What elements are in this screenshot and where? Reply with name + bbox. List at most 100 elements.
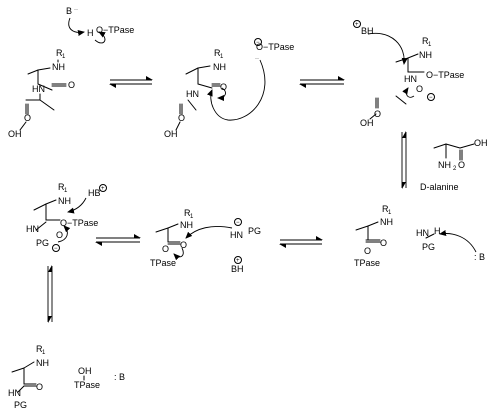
svg-text:O−TPase: O−TPase [60, 218, 98, 228]
svg-text:1: 1 [220, 54, 224, 60]
svg-text:OH: OH [360, 118, 374, 128]
base-label: B [66, 6, 72, 16]
svg-text:O: O [380, 238, 387, 248]
equilibrium-arrow-5 [95, 234, 141, 246]
svg-text:BH: BH [231, 264, 244, 274]
svg-text:R: R [422, 36, 429, 46]
svg-text:HN: HN [8, 388, 21, 398]
svg-text:NH: NH [380, 217, 393, 227]
curved-arrow [67, 197, 87, 214]
equilibrium-arrow-1 [109, 76, 153, 88]
curved-arrow [94, 31, 106, 44]
svg-text:O: O [178, 113, 185, 123]
svg-text:OH: OH [474, 138, 488, 148]
svg-text:−: − [236, 220, 240, 226]
nh2-label: NH [438, 160, 451, 170]
svg-text:O: O [458, 160, 465, 170]
r1-label: R [56, 48, 63, 58]
svg-text:+: + [236, 258, 240, 264]
nh-label: NH [52, 62, 65, 72]
svg-text:OH: OH [164, 129, 178, 139]
svg-text:1: 1 [42, 350, 46, 356]
hydrogen-label: H [87, 28, 94, 38]
molecule-1-substrate: B ·· H O−TPase R 1 NH HN O O OH [8, 6, 134, 139]
svg-text:1: 1 [388, 210, 392, 216]
svg-text:TPase: TPase [150, 258, 176, 268]
curved-arrow [206, 59, 266, 121]
svg-text:··: ·· [255, 56, 259, 62]
svg-text:: B: : B [474, 252, 485, 262]
curved-arrow [439, 230, 477, 253]
svg-text:HN: HN [26, 224, 39, 234]
curved-arrow [68, 17, 85, 36]
svg-text:: B: : B [114, 372, 125, 382]
svg-text:NH: NH [180, 220, 193, 230]
equilibrium-arrow-2 [299, 76, 345, 88]
svg-text:PG: PG [248, 226, 261, 236]
svg-text:R: R [214, 48, 221, 58]
svg-text:R: R [36, 344, 43, 354]
svg-text:NH: NH [58, 196, 71, 206]
equilibrium-arrow-4 [279, 236, 323, 248]
d-alanine-label: D-alanine [420, 182, 459, 192]
lone-pair: ·· [74, 7, 78, 13]
subscript: 1 [62, 54, 66, 60]
svg-text:HN: HN [186, 89, 199, 99]
svg-text:2: 2 [453, 166, 457, 172]
svg-text:H: H [434, 226, 441, 236]
molecule-4-acyl-enzyme: R 1 NH O O TPase H HN PG : B [354, 204, 485, 268]
svg-text:−: − [54, 246, 58, 252]
curved-arrow [217, 87, 226, 101]
svg-text:O−TPase: O−TPase [256, 42, 294, 52]
svg-text:HN: HN [416, 228, 429, 238]
svg-text:O: O [162, 244, 169, 254]
svg-text:NH: NH [213, 62, 226, 72]
d-alanine-molecule: O OH NH 2 D-alanine [420, 138, 488, 192]
svg-text:−: − [429, 95, 433, 101]
svg-text:O: O [364, 246, 371, 256]
svg-text:NH: NH [36, 358, 49, 368]
curved-arrow [173, 247, 184, 261]
curved-arrow [367, 32, 408, 65]
svg-text:PG: PG [422, 242, 435, 252]
svg-text:O: O [374, 109, 381, 119]
svg-text:1: 1 [64, 188, 68, 194]
svg-text:+: + [101, 186, 105, 192]
svg-text:OH: OH [78, 366, 92, 376]
carboxyl-o: O [24, 113, 31, 123]
equilibrium-arrow-6 [47, 265, 53, 323]
molecule-7-product: R 1 NH O HN PG OH TPase : B [8, 344, 125, 410]
svg-text:O−TPase: O−TPase [426, 70, 464, 80]
oh-label: OH [8, 129, 22, 139]
curved-arrow [185, 226, 233, 239]
svg-text:O: O [180, 240, 187, 250]
svg-text:O: O [36, 382, 43, 392]
molecule-3-tetrahedral: + BH R 1 NH HN O−TPase O − O OH [353, 20, 464, 128]
svg-text:R: R [382, 204, 389, 214]
svg-text:NH: NH [419, 50, 432, 60]
molecule-2-attack: R 1 NH HN O O OH − O−TPase ·· [164, 38, 294, 139]
svg-text:TPase: TPase [354, 258, 380, 268]
hn-label: HN [32, 84, 45, 94]
svg-text:TPase: TPase [74, 380, 100, 390]
molecule-6-tetrahedral-2: R 1 NH HB + O−TPase HN PG O − [26, 182, 107, 252]
svg-text:O: O [220, 82, 227, 92]
svg-text:HN: HN [404, 74, 417, 84]
svg-text:1: 1 [190, 214, 194, 220]
molecule-5-aminolysis: R 1 NH O O TPase − HN PG + BH [150, 208, 261, 274]
carbonyl-o: O [68, 80, 75, 90]
svg-text:R: R [184, 208, 191, 218]
svg-text:PG: PG [36, 238, 49, 248]
o-tpase-label: O−TPase [96, 25, 134, 35]
svg-text:O: O [56, 230, 63, 240]
bh-label: BH [361, 26, 374, 36]
svg-text:HN: HN [230, 230, 243, 240]
hb-label: HB [88, 188, 101, 198]
equilibrium-arrow-3 [401, 131, 407, 189]
svg-text:R: R [58, 182, 65, 192]
svg-text:O: O [416, 84, 423, 94]
svg-text:1: 1 [428, 42, 432, 48]
svg-text:+: + [355, 22, 359, 28]
svg-text:PG: PG [14, 400, 27, 410]
